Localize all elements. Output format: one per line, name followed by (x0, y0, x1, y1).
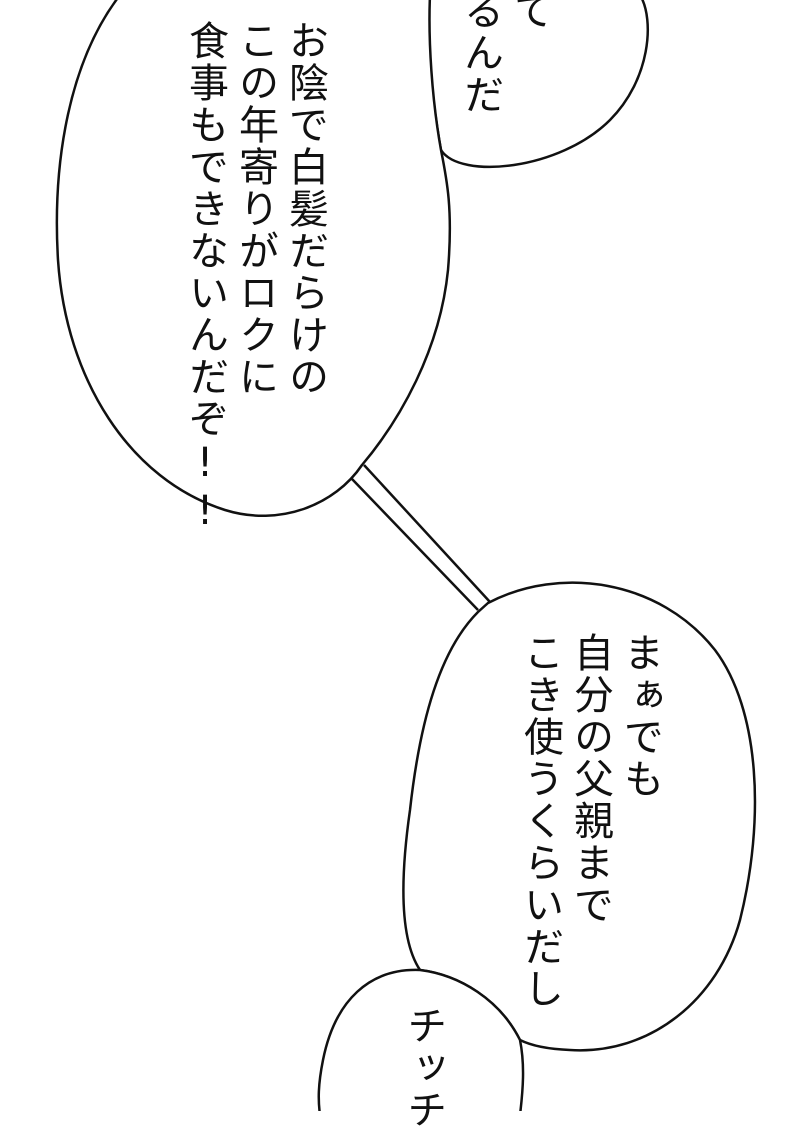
speech-line: 自分の父親まで (567, 632, 613, 926)
speech-line: 食事もできないんだぞ!! (182, 20, 228, 536)
speech-line: まぁでも (617, 632, 663, 800)
speech-line: こき使うくらいだし (517, 632, 563, 1010)
speech-bubble-main (55, 0, 452, 518)
speech-line: チッチ (400, 1005, 446, 1131)
speech-bubble-bottom (402, 581, 757, 1052)
bubble-connector-left (351, 478, 479, 611)
speech-line: お陰で白髪だらけの (282, 20, 328, 398)
speech-line: この年寄りがロクに (232, 20, 278, 398)
speech-text-top: て るんだ (455, 0, 555, 116)
speech-line: るんだ (457, 0, 503, 116)
speech-bubble-cut (317, 968, 525, 1111)
speech-line: て (507, 0, 553, 32)
speech-text-bottom: まぁでも 自分の父親まで こき使うくらいだし (515, 632, 665, 1010)
bubble-connector-right (363, 464, 491, 603)
speech-text-cut: チッチ (398, 1005, 448, 1131)
speech-text-main: お陰で白髪だらけの この年寄りがロクに 食事もできないんだぞ!! (180, 20, 330, 536)
